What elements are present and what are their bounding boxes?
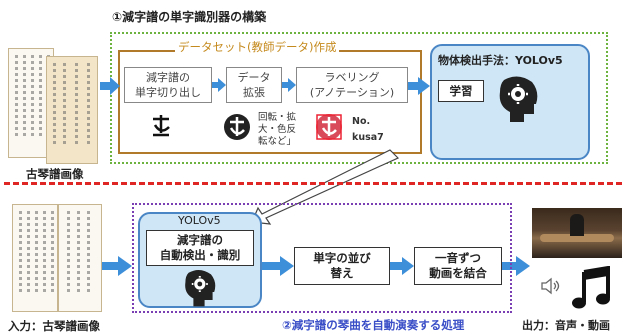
dataset-title: データセット(教師データ)作成 (175, 39, 340, 55)
object-detection-title: 物体検出手法：YOLOv5 (438, 54, 563, 67)
combine-box: 一音ずつ 動画を結合 (414, 247, 502, 285)
brain-gear-icon (494, 74, 540, 128)
detect-box: 減字譜の 自動検出・識別 (146, 230, 254, 266)
performance-frame (132, 203, 512, 313)
arrow-combine-to-output (502, 256, 530, 276)
performance-photo (532, 208, 622, 258)
speaker-icon (540, 276, 562, 300)
arrow-sort-to-combine (390, 257, 414, 275)
yolo-title: YOLOv5 (178, 214, 221, 227)
brain-gear-icon-bottom (180, 268, 218, 312)
label-name: kusa7 (352, 132, 384, 143)
output-caption: 出力：音声・動画 (522, 319, 610, 332)
classifier-build-frame (110, 32, 608, 164)
combine-label: 一音ずつ 動画を結合 (429, 251, 487, 280)
arrow-detect-to-sort (262, 256, 294, 276)
music-note-icon (572, 265, 612, 314)
top-input-caption: 古琴譜画像 (26, 167, 84, 181)
arrow-bottom-input (102, 256, 132, 276)
step-crop-label: 減字譜の 単字切り出し (135, 71, 201, 99)
augmented-glyph-example (222, 112, 252, 142)
sort-box: 単字の並び 替え (294, 247, 390, 285)
labeled-glyph-example (314, 112, 344, 142)
guqin-score-image-top-back (46, 56, 98, 164)
label-number: No. (352, 116, 371, 127)
section-2-title: ②減字譜の琴曲を自動演奏する処理 (282, 318, 465, 332)
step-augment-label: データ 拡張 (237, 71, 271, 99)
arrow-label-to-detection (408, 77, 430, 95)
section-1-title: ①減字譜の単字識別器の構築 (112, 10, 267, 24)
step-augment: データ 拡張 (226, 67, 282, 103)
cropped-glyph-example (148, 112, 174, 140)
step-crop: 減字譜の 単字切り出し (124, 67, 212, 103)
guqin-score-image-bottom-right (58, 204, 102, 312)
learn-label: 学習 (449, 83, 473, 98)
arrow-augment-to-label (282, 78, 296, 92)
bottom-input-caption: 入力：古琴譜画像 (8, 319, 100, 333)
section-divider (4, 182, 622, 185)
guqin-score-image-bottom (12, 204, 58, 312)
step-labeling: ラベリング (アノテーション) (296, 67, 408, 103)
augment-example-label: 回転・拡 大・色反 転など」 (258, 112, 297, 147)
step-labeling-label: ラベリング (アノテーション) (309, 71, 395, 99)
arrow-crop-to-augment (212, 78, 226, 92)
arrow-input-to-crop (100, 77, 120, 95)
sort-label: 単字の並び 替え (313, 251, 371, 280)
detect-label: 減字譜の 自動検出・識別 (159, 233, 241, 262)
learn-box: 学習 (438, 80, 484, 102)
